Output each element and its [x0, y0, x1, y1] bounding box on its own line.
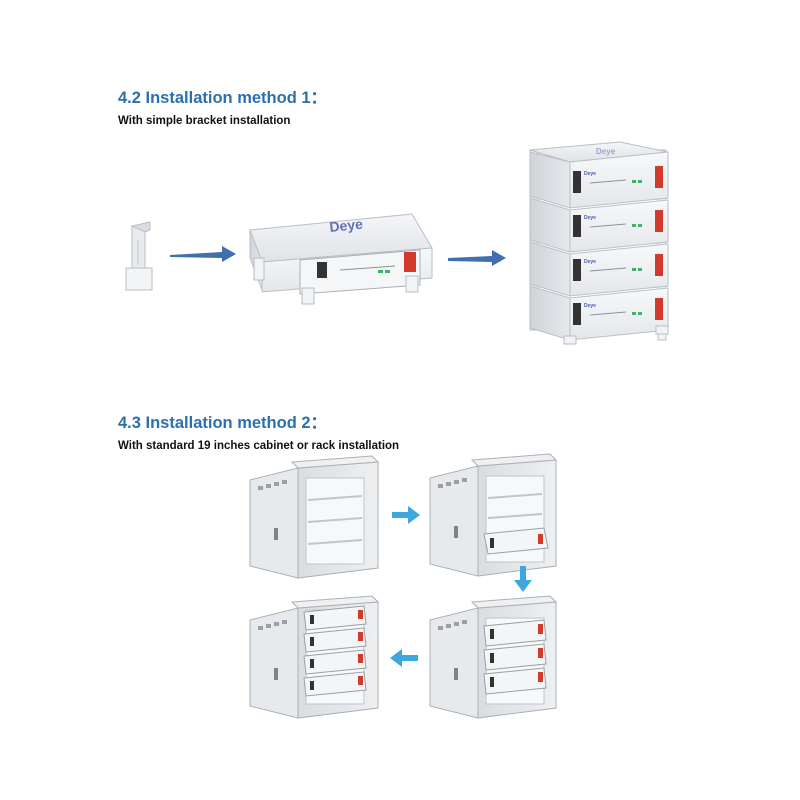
positive-terminal — [404, 252, 416, 272]
svg-text:Deye: Deye — [584, 171, 596, 177]
cabinet-full-modules-image — [249, 595, 380, 719]
section-subheading-method-2: With standard 19 inches cabinet or rack … — [118, 440, 400, 452]
battery-module-image: Deye — [249, 213, 433, 305]
svg-text:Deye: Deye — [584, 303, 596, 309]
svg-text:Deye: Deye — [584, 215, 596, 221]
section-heading-method-1: 4.2 Installation method 1： — [118, 89, 328, 107]
arrow-right-icon — [170, 246, 236, 262]
cabinet-one-module-image — [429, 453, 558, 577]
arrow-down-icon — [514, 566, 532, 592]
svg-text:Deye: Deye — [596, 147, 616, 156]
brand-logo: Deye — [329, 216, 364, 235]
section-subheading-method-1: With simple bracket installation — [118, 115, 291, 127]
arrow-right-icon — [392, 506, 420, 524]
negative-terminal — [317, 262, 327, 278]
stacked-battery-modules-image: Deye Deye Deye — [529, 141, 669, 345]
arrow-left-icon — [390, 649, 418, 667]
wall-bracket-image — [125, 221, 153, 291]
section-heading-method-2: 4.3 Installation method 2： — [118, 414, 328, 432]
cabinet-empty-image — [249, 455, 380, 579]
cabinet-three-modules-image — [429, 595, 558, 719]
svg-text:Deye: Deye — [584, 259, 596, 265]
arrow-right-icon — [448, 250, 506, 266]
